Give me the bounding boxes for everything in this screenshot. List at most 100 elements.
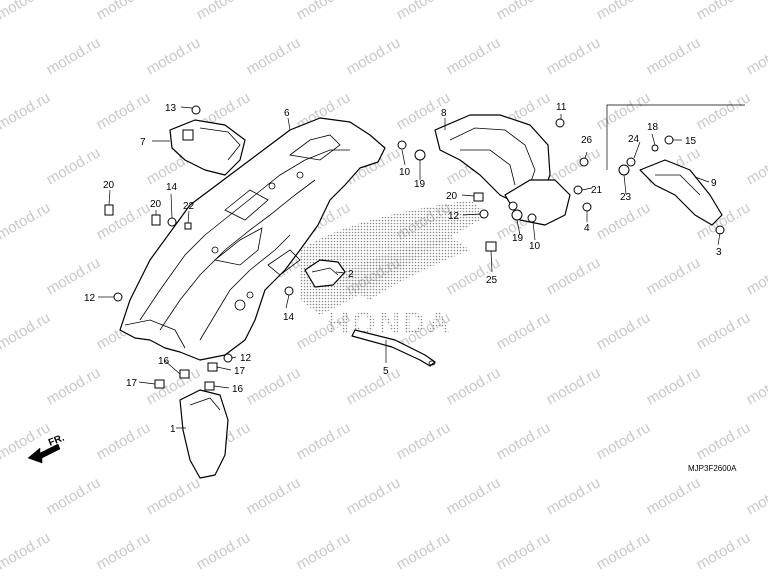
watermark-text: motod.ru (744, 474, 768, 518)
leader-lines (98, 106, 721, 429)
label-3: 3 (716, 247, 722, 258)
watermark-text: motod.ru (494, 419, 554, 463)
watermark-text: motod.ru (444, 34, 504, 78)
part-20-clip-b (151, 214, 161, 226)
group-divider (606, 104, 745, 170)
watermark-text: motod.ru (0, 309, 53, 353)
label-26: 26 (581, 135, 593, 146)
label-17: 17 (126, 378, 138, 389)
watermark-text: motod.ru (594, 199, 654, 243)
watermark-text: motod.ru (44, 474, 104, 518)
part-13-bolt (191, 105, 201, 115)
watermark-text: motod.ru (644, 254, 704, 298)
part-10-bolt-b (527, 213, 537, 223)
part-14-bolt-b (284, 286, 294, 296)
watermark-text: motod.ru (194, 529, 254, 573)
part-9-reflector-bracket (639, 159, 723, 226)
watermark-text: motod.ru (244, 474, 304, 518)
callout-labels: 1 2 3 4 5 6 7 8 9 10 10 11 12 12 12 13 1… (84, 102, 722, 435)
part-1-mudguard (179, 389, 229, 479)
part-12-nut-c (479, 209, 489, 219)
watermark-text: motod.ru (244, 364, 304, 408)
watermark-text: motod.ru (344, 364, 404, 408)
watermark-text: motod.ru (544, 474, 604, 518)
part-11-bolt (555, 118, 565, 128)
watermark-text: motod.ru (394, 529, 454, 573)
label-12b: 12 (240, 353, 252, 364)
watermark-text: motod.ru (744, 254, 768, 298)
part-19-washer-b (511, 209, 523, 221)
part-12-nut (113, 292, 123, 302)
part-2-splash-cover (304, 259, 346, 288)
watermark-text: motod.ru (694, 529, 754, 573)
label-8: 8 (441, 108, 447, 119)
watermark-text: motod.ru (694, 0, 754, 23)
watermark-text: motod.ru (594, 419, 654, 463)
label-16: 16 (158, 356, 170, 367)
watermark-text: motod.ru (394, 419, 454, 463)
watermark-text: motod.ru (0, 0, 53, 23)
label-23: 23 (620, 192, 632, 203)
part-5-rod (351, 329, 436, 367)
part-4-nut (582, 202, 592, 212)
part-10-bolt (397, 140, 407, 150)
part-7-bracket (169, 119, 246, 176)
watermark-text: motod.ru (394, 0, 454, 23)
watermark-text: motod.ru (0, 419, 53, 463)
part-14-bolt (167, 217, 177, 227)
watermark-text: motod.ru (294, 529, 354, 573)
label-18: 18 (647, 122, 659, 133)
label-4: 4 (584, 223, 590, 234)
part-3-nut (715, 225, 725, 235)
watermark-text: motod.ru (544, 254, 604, 298)
label-25: 25 (486, 275, 498, 286)
label-24: 24 (628, 134, 640, 145)
watermark-text: motod.ru (0, 199, 53, 243)
label-7: 7 (140, 137, 146, 148)
part-17-collar-b (154, 379, 165, 389)
watermark-text: motod.ru (594, 89, 654, 133)
label-14b: 14 (283, 312, 295, 323)
label-11: 11 (556, 102, 567, 113)
watermark-text: motod.ru (194, 0, 254, 23)
watermark-text: motod.ru (344, 474, 404, 518)
label-14: 14 (166, 182, 178, 193)
diagram-code: MJP3F2600A (688, 464, 737, 473)
label-13: 13 (165, 103, 177, 114)
watermark-text: motod.ru (694, 89, 754, 133)
watermark-text: motod.ru (444, 474, 504, 518)
watermark-text: motod.ru (294, 419, 354, 463)
part-19-washer (414, 149, 426, 161)
label-20: 20 (103, 180, 115, 191)
part-23-washer (618, 164, 630, 176)
label-20c: 20 (446, 191, 458, 202)
part-21-nut (573, 185, 583, 195)
watermark-text: motod.ru (94, 0, 154, 23)
front-arrow-icon (27, 443, 61, 464)
watermark-text: motod.ru (494, 309, 554, 353)
honda-logo-watermark: HONDA (300, 200, 490, 340)
part-12-nut-b (223, 353, 233, 363)
watermark-text: motod.ru (144, 474, 204, 518)
label-9: 9 (711, 178, 717, 189)
label-12c: 12 (448, 211, 460, 222)
watermark-text: motod.ru (44, 364, 104, 408)
watermark-text: motod.ru (694, 309, 754, 353)
label-17b: 17 (234, 366, 246, 377)
label-2: 2 (348, 269, 354, 280)
watermark-text: motod.ru (44, 144, 104, 188)
part-15-bolt (664, 135, 674, 145)
part-24-nut (626, 157, 636, 167)
label-10b: 10 (529, 241, 541, 252)
watermark-text: motod.ru (294, 0, 354, 23)
watermark-text: motod.ru (44, 254, 104, 298)
watermark-text: motod.ru (594, 309, 654, 353)
part-26-nut (579, 157, 589, 167)
part-18-screw (651, 144, 659, 152)
label-19b: 19 (512, 233, 524, 244)
watermark-text: motod.ru (494, 0, 554, 23)
watermark-text: motod.ru (94, 89, 154, 133)
watermark-text: motod.ru (0, 89, 53, 133)
watermark-text: motod.ru (94, 529, 154, 573)
